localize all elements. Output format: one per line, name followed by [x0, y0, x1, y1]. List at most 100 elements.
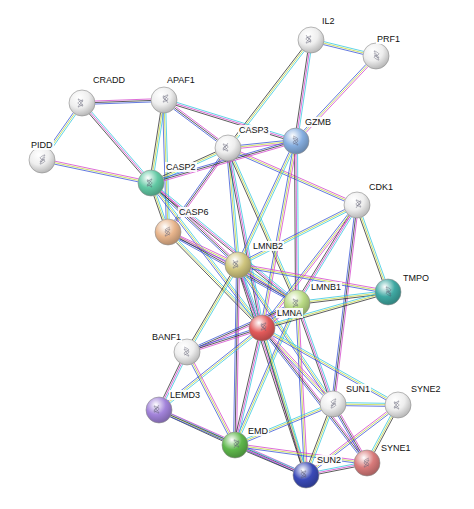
node-circle	[69, 90, 95, 116]
interaction-edge	[269, 214, 350, 318]
node-ball	[362, 42, 390, 70]
evidence-strand	[170, 417, 293, 471]
evidence-strand	[176, 104, 283, 137]
interaction-edge	[310, 292, 376, 303]
evidence-strand	[177, 102, 284, 135]
evidence-strand	[238, 341, 259, 433]
evidence-strand	[346, 404, 385, 406]
protein-node: PIDD	[28, 146, 56, 174]
structure-icon	[374, 51, 379, 60]
evidence-strand	[234, 278, 237, 432]
evidence-strand	[273, 336, 386, 400]
node-circle	[146, 397, 172, 423]
node-ball	[68, 89, 96, 117]
node-circle	[298, 27, 324, 53]
evidence-strand	[310, 295, 375, 303]
interaction-edge	[304, 64, 368, 132]
evidence-strand	[160, 192, 286, 295]
protein-node: CRADD	[68, 89, 96, 117]
interaction-edge	[234, 278, 240, 432]
evidence-strand	[271, 337, 360, 451]
structure-icon	[301, 470, 306, 478]
evidence-strand	[176, 105, 283, 138]
protein-label: CASP6	[178, 207, 210, 217]
evidence-strand	[162, 152, 215, 176]
evidence-strand	[305, 65, 367, 131]
evidence-strand	[270, 338, 359, 452]
interaction-edge	[323, 42, 363, 55]
evidence-strand	[298, 316, 306, 462]
interaction-edge	[89, 112, 143, 174]
evidence-strand	[163, 143, 283, 178]
evidence-strand	[323, 45, 363, 55]
evidence-strand	[296, 154, 298, 290]
evidence-strand	[55, 163, 139, 181]
evidence-strand	[264, 341, 301, 463]
interaction-edge	[251, 266, 376, 291]
evidence-strand	[318, 464, 353, 471]
node-circle	[138, 170, 164, 196]
evidence-strand	[251, 269, 375, 291]
protein-label: LMNB2	[252, 241, 284, 251]
protein-label: CASP3	[238, 125, 270, 135]
node-ball	[374, 278, 402, 306]
evidence-strand	[247, 275, 327, 393]
evidence-strand	[152, 113, 161, 170]
structure-icon	[163, 95, 168, 103]
interaction-edge	[295, 154, 299, 290]
protein-node: LEMD3	[145, 396, 173, 424]
evidence-strand	[272, 336, 325, 393]
evidence-strand	[174, 109, 217, 141]
structure-icon	[364, 458, 369, 467]
structure-icon	[233, 260, 238, 268]
structure-icon	[331, 399, 336, 408]
interaction-edge	[176, 102, 284, 138]
interaction-edge	[158, 192, 256, 318]
interaction-edge	[241, 141, 283, 148]
interaction-edge	[273, 333, 388, 400]
structure-icon	[356, 200, 361, 208]
protein-node: APAF1	[150, 86, 178, 114]
protein-node: PRF1	[362, 42, 390, 70]
protein-node: CASP3	[214, 134, 242, 162]
evidence-strand	[319, 466, 354, 473]
protein-node: IL2	[297, 26, 325, 54]
evidence-strand	[270, 215, 349, 317]
evidence-strand	[248, 410, 322, 441]
evidence-strand	[154, 196, 162, 220]
protein-node: EMD	[221, 431, 249, 459]
protein-label: APAF1	[166, 75, 196, 85]
structure-icon	[165, 227, 170, 236]
evidence-strand	[245, 276, 325, 394]
node-ball	[221, 431, 249, 459]
evidence-strand	[346, 402, 385, 404]
evidence-strand	[294, 154, 296, 290]
evidence-strand	[236, 340, 257, 432]
evidence-strand	[250, 212, 346, 260]
interaction-edge	[248, 271, 287, 297]
protein-label: CDK1	[368, 182, 394, 192]
evidence-strand	[194, 276, 232, 341]
protein-node: BANF1	[173, 338, 201, 366]
interaction-edge	[239, 314, 293, 433]
evidence-strand	[304, 216, 350, 292]
evidence-strand	[159, 193, 254, 317]
evidence-strand	[51, 115, 76, 151]
node-ball	[137, 169, 165, 197]
protein-label: LMNA	[276, 308, 303, 318]
evidence-strand	[195, 277, 233, 342]
evidence-strand	[198, 307, 284, 345]
node-circle	[283, 128, 309, 154]
evidence-strand	[92, 112, 144, 172]
protein-label: BANF1	[151, 332, 182, 342]
interaction-edge	[199, 331, 250, 350]
evidence-strand	[274, 333, 387, 397]
node-ball	[214, 134, 242, 162]
evidence-strand	[89, 114, 141, 174]
protein-node: LMNA	[248, 314, 276, 342]
evidence-strand	[161, 191, 287, 294]
evidence-strand	[171, 414, 294, 468]
protein-label: CRADD	[92, 75, 126, 85]
evidence-strand	[273, 334, 386, 398]
evidence-strand	[239, 341, 260, 433]
